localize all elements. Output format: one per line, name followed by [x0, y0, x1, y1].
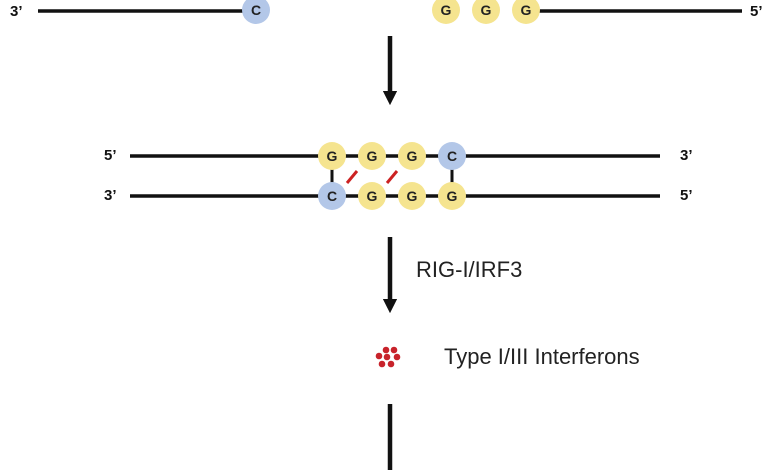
nucleotide-label: G — [481, 2, 492, 18]
nucleotide-g-circle — [358, 142, 386, 170]
nucleotide-label: G — [407, 188, 418, 204]
nucleotide-label: C — [251, 2, 261, 18]
pathway-label: RIG-I/IRF3 — [416, 257, 522, 282]
nucleotide-label: G — [367, 188, 378, 204]
nucleotide-label: G — [447, 188, 458, 204]
lower-nucleotide-g-3: G — [438, 182, 466, 210]
upper-nucleotide-g-1: G — [318, 142, 346, 170]
interferon-dots-icon — [375, 346, 401, 368]
nucleotide-g-circle — [398, 142, 426, 170]
nucleotide-label: C — [327, 188, 337, 204]
top-right-nucleotide-g-2: G — [472, 0, 500, 24]
nucleotide-c-circle — [242, 0, 270, 24]
top-right-nucleotide-g-1: G — [432, 0, 460, 24]
upper-strand-3prime-label: 3’ — [680, 147, 693, 164]
nucleotide-g-circle — [438, 182, 466, 210]
nucleotide-g-circle — [472, 0, 500, 24]
interferon-dot — [390, 346, 398, 354]
interferon-dot — [393, 353, 401, 361]
interferon-dot — [387, 360, 395, 368]
nucleotide-g-circle — [358, 182, 386, 210]
nucleotide-label: G — [367, 148, 378, 164]
nucleotide-label: G — [327, 148, 338, 164]
upper-nucleotide-g-3: G — [398, 142, 426, 170]
duplex-panel: 5’ 3’ 3’ 5’ G G G C — [104, 142, 693, 210]
nucleotide-g-circle — [398, 182, 426, 210]
nucleotide-g-circle — [318, 142, 346, 170]
top-right-strand-5prime-label: 5’ — [750, 3, 763, 20]
lower-nucleotide-c: C — [318, 182, 346, 210]
lower-strand-5prime-label: 5’ — [680, 187, 693, 204]
nucleotide-c-circle — [438, 142, 466, 170]
upper-nucleotide-g-2: G — [358, 142, 386, 170]
interferon-dot — [378, 360, 386, 368]
upper-strand-5prime-label: 5’ — [104, 147, 117, 164]
g-g-bond-2 — [385, 170, 399, 184]
lower-strand-3prime-label: 3’ — [104, 187, 117, 204]
nucleotide-label: G — [407, 148, 418, 164]
g-g-bond-1 — [345, 170, 359, 184]
top-panel: 3’ C G G G 5’ — [10, 0, 763, 24]
lower-nucleotide-g-1: G — [358, 182, 386, 210]
upper-nucleotide-c: C — [438, 142, 466, 170]
top-left-strand-3prime-label: 3’ — [10, 3, 23, 20]
interferon-dot — [375, 352, 383, 360]
lower-nucleotide-g-2: G — [398, 182, 426, 210]
interferon-dot — [383, 353, 391, 361]
nucleotide-g-circle — [432, 0, 460, 24]
nucleotide-label: G — [521, 2, 532, 18]
nucleotide-label: G — [441, 2, 452, 18]
product-label: Type I/III Interferons — [444, 344, 640, 369]
nucleotide-label: C — [447, 148, 457, 164]
interferon-dot — [382, 346, 390, 354]
top-right-nucleotide-g-3: G — [512, 0, 540, 24]
nucleotide-g-circle — [512, 0, 540, 24]
top-left-nucleotide-c: C — [242, 0, 270, 24]
nucleotide-c-circle — [318, 182, 346, 210]
